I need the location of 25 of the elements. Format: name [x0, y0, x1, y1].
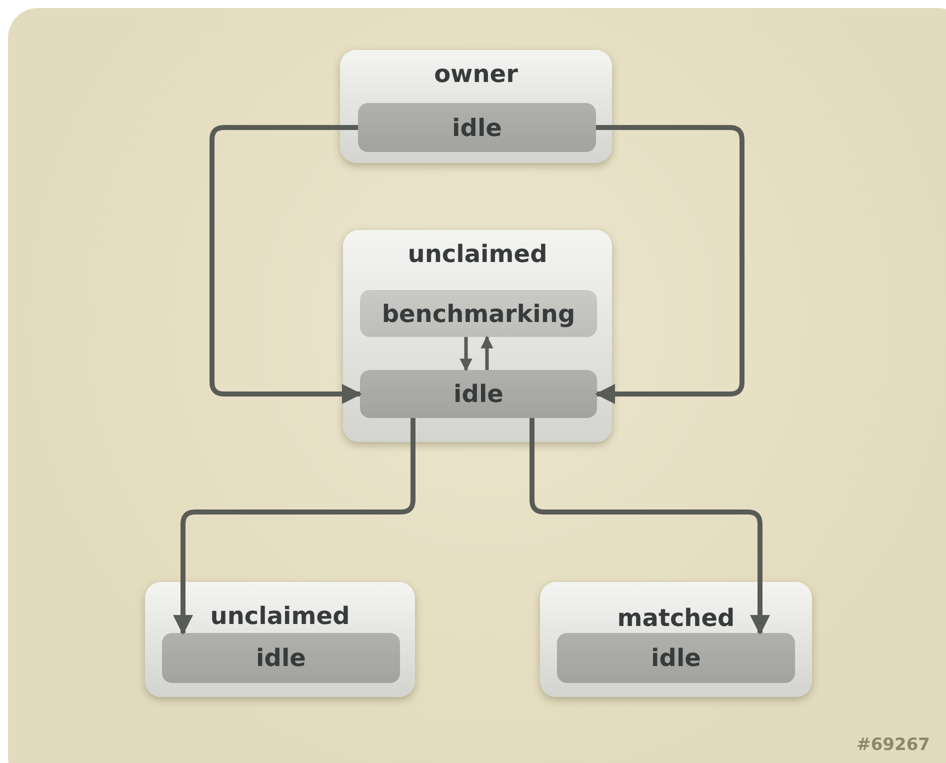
arrow	[210, 125, 362, 404]
activity-title: unclaimed	[209, 602, 351, 630]
state-box	[360, 290, 597, 337]
activity-title: unclaimed	[406, 240, 548, 268]
activity-title: matched	[616, 604, 736, 632]
arrow	[530, 418, 770, 635]
arrow	[595, 125, 744, 404]
activity-box	[343, 230, 612, 442]
state-box	[162, 633, 400, 683]
activity-title: owner	[433, 60, 519, 88]
state-label: idle	[454, 380, 504, 408]
state-box	[360, 370, 597, 418]
arrow	[173, 418, 416, 635]
arrow	[460, 337, 472, 372]
figure-id: #69267	[856, 735, 930, 755]
state-label: idle	[452, 114, 502, 142]
state-label: idle	[651, 644, 701, 672]
activity-box	[340, 50, 612, 163]
activity-box	[540, 582, 812, 697]
state-label: benchmarking	[382, 300, 576, 328]
state-box	[358, 103, 596, 152]
arrow	[480, 336, 494, 370]
state-box	[557, 633, 795, 683]
activity-box	[145, 582, 415, 697]
state-label: idle	[256, 644, 306, 672]
